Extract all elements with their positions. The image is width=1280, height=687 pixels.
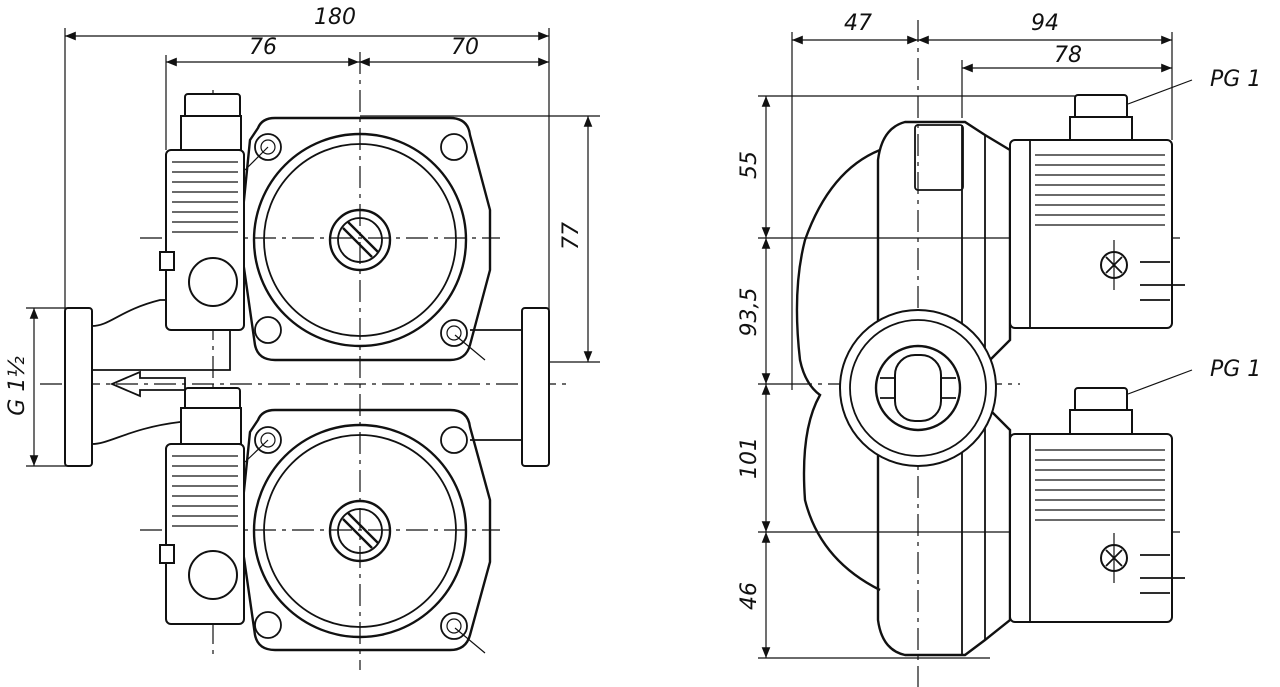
inlet-port-side [839,309,997,467]
motor-top-side [1009,94,1185,329]
dim-overall-width: 180 [314,5,356,30]
dim-v4: 46 [737,582,762,610]
pump-head-top [238,116,492,362]
dim-v1: 55 [737,151,762,179]
side-dimensions: 47 94 78 55 93,5 101 46 PG 1 PG 1 [737,11,1261,659]
callout-pg-top: PG 1 [1210,67,1261,92]
outlet-flange [521,307,550,467]
dim-v2: 93,5 [737,288,762,337]
pump-head-bottom [238,408,492,654]
motor-bottom-side [1009,387,1185,623]
side-view: 47 94 78 55 93,5 101 46 PG 1 PG 1 [737,11,1261,687]
terminal-box-top [159,93,245,331]
dim-axis-to-right: 70 [451,35,479,60]
dim-connection-thread: G 1½ [5,356,30,415]
dim-left-to-axis: 76 [249,35,277,60]
dim-depth-left: 47 [844,11,872,36]
terminal-box-bottom [159,387,245,625]
dim-depth-right: 94 [1031,11,1059,36]
dim-height-top: 77 [559,222,584,250]
front-dimensions: 180 76 70 77 G 1½ [5,5,600,467]
callout-pg-bottom: PG 1 [1210,357,1261,382]
dim-v3: 101 [737,437,762,479]
dim-depth-inner: 78 [1054,43,1082,68]
front-view: 180 76 70 77 G 1½ [5,5,600,670]
inlet-flange [64,307,93,467]
flow-direction-arrow [109,370,186,398]
